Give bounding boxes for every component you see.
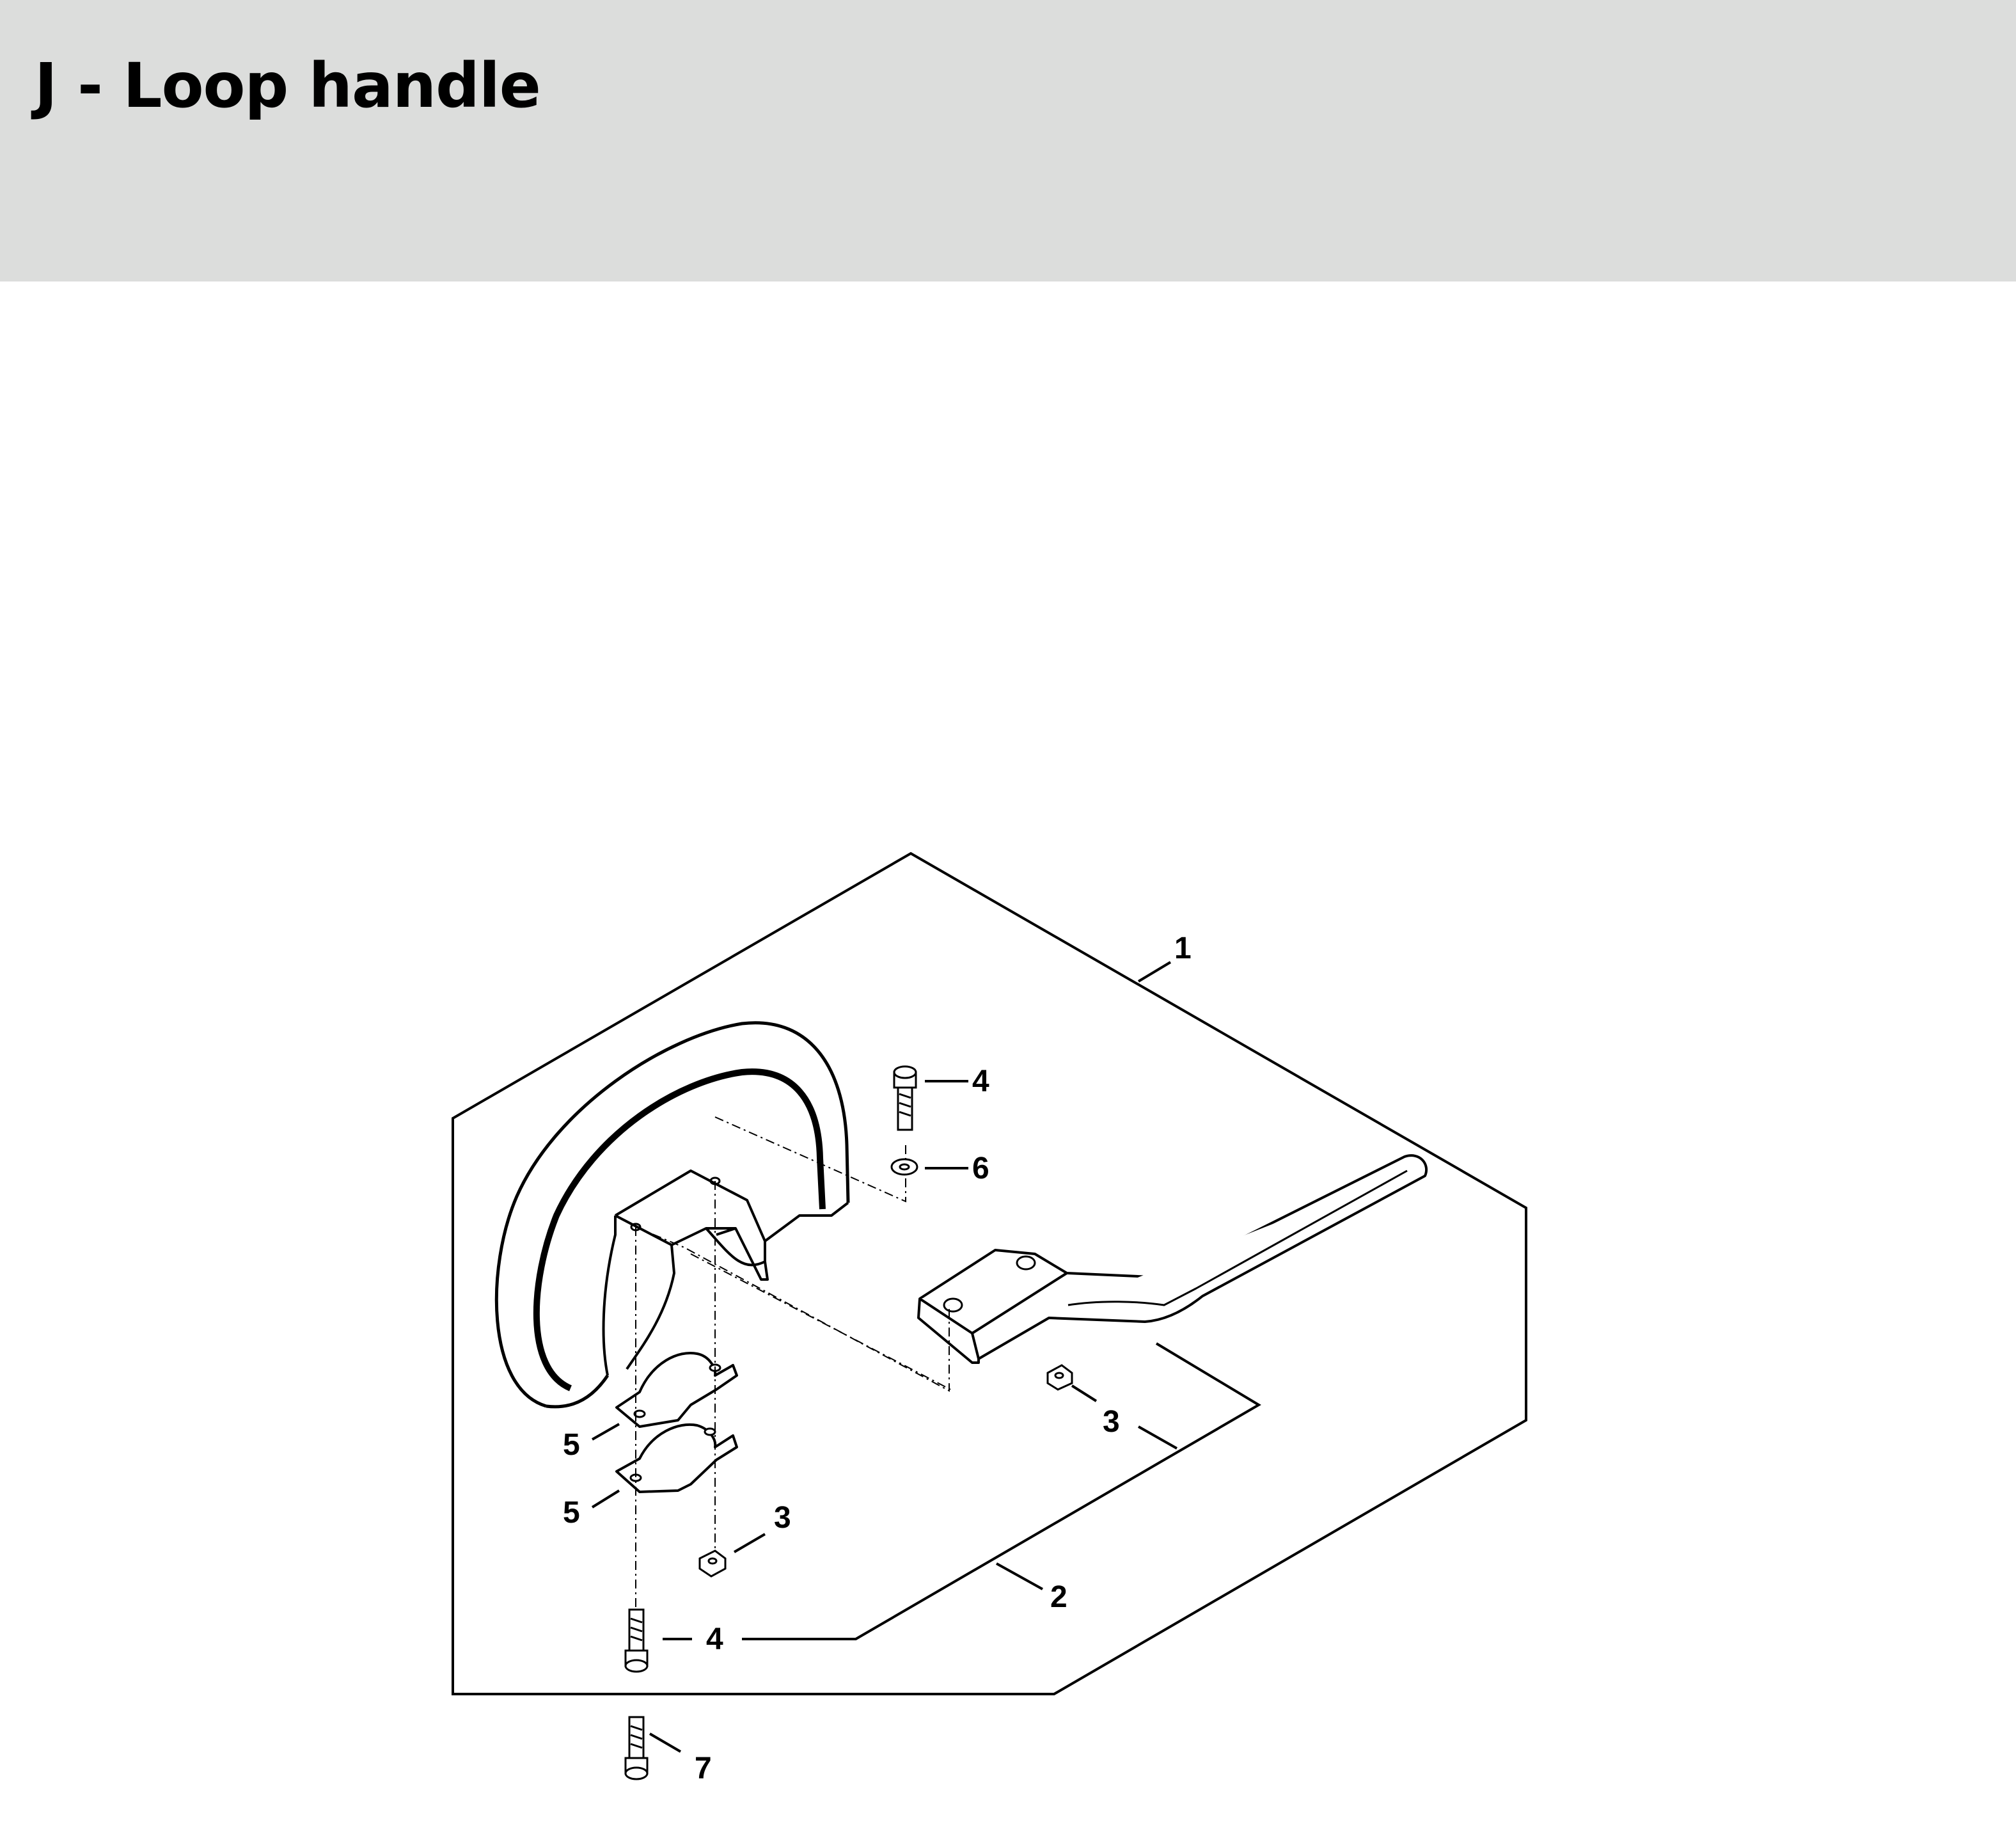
callout-2: 2: [1050, 1580, 1067, 1614]
nut-3-left: [698, 1549, 727, 1578]
callout-3-right: 3: [1103, 1405, 1120, 1439]
page-header: J - Loop handle: [0, 0, 2016, 281]
screw-7: [624, 1716, 649, 1780]
screw-4-top: [893, 1065, 917, 1131]
callout-6: 6: [972, 1152, 989, 1185]
page-title: J - Loop handle: [35, 50, 541, 122]
callout-4-bottom: 4: [706, 1622, 723, 1656]
callout-3-left: 3: [774, 1501, 791, 1535]
nut-3-right: [1046, 1364, 1073, 1391]
screw-4-bottom: [624, 1608, 649, 1673]
callout-5-lower: 5: [563, 1496, 580, 1530]
washer-6: [890, 1158, 918, 1176]
callout-5-upper: 5: [563, 1428, 580, 1462]
assembly-outline-1: [452, 852, 1527, 1695]
callout-4-top: 4: [972, 1065, 989, 1098]
callout-leaders: [591, 961, 1177, 1753]
assembly-center-lines: [635, 1116, 954, 1612]
callout-7: 7: [695, 1752, 712, 1786]
clamp-half-upper: [615, 1352, 738, 1428]
loop-handle-part: [494, 1021, 850, 1409]
callout-1: 1: [1174, 931, 1192, 965]
assembly-outline-2: [742, 1342, 1261, 1640]
handle-bar-part: [917, 1154, 1428, 1364]
clamp-half-lower: [615, 1423, 738, 1493]
